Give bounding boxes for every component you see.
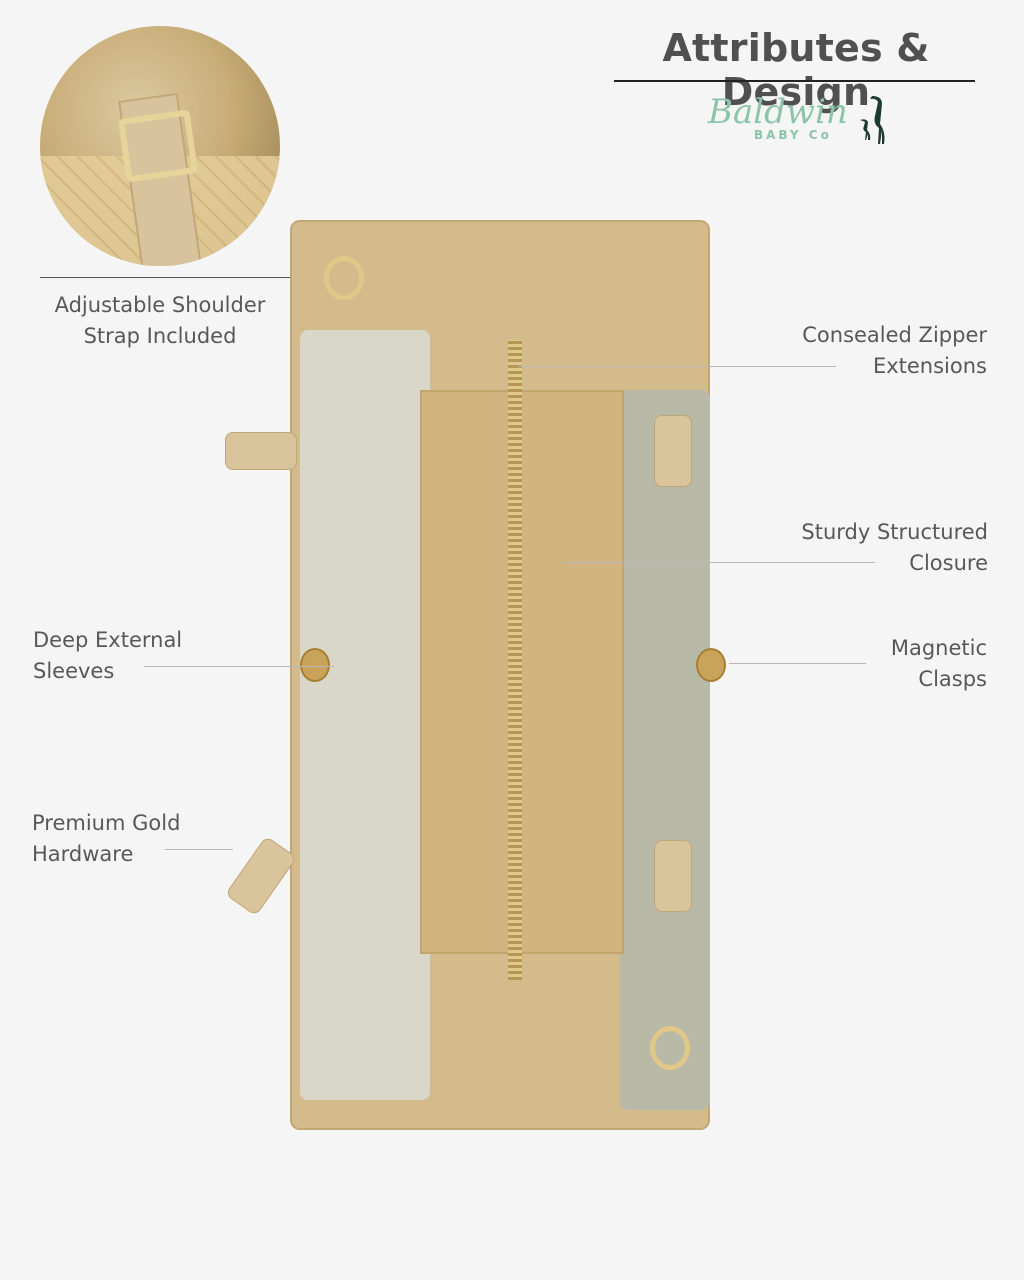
strap-tab <box>654 415 692 487</box>
callout-line: Adjustable Shoulder <box>54 293 266 317</box>
magnetic-clasp-icon <box>300 648 330 682</box>
leader-line <box>729 663 866 664</box>
callout-line: Extensions <box>872 354 987 378</box>
callout-line: Closure <box>909 551 988 575</box>
leader-line <box>144 666 334 667</box>
callout-line: Sturdy Structured <box>801 520 988 544</box>
strap-tab <box>225 432 297 470</box>
callout-hardware: Premium Gold Hardware <box>32 808 252 870</box>
callout-closure: Sturdy Structured Closure <box>700 517 988 579</box>
callout-strap: Adjustable Shoulder Strap Included <box>40 290 280 352</box>
inset-divider <box>40 277 290 278</box>
buckle-icon <box>117 109 199 183</box>
leader-line <box>563 562 875 563</box>
callout-clasps: Magnetic Clasps <box>760 633 987 695</box>
leader-line <box>165 849 233 850</box>
brand-logo: Baldwin BABY Co <box>708 92 898 152</box>
d-ring-icon <box>650 1026 690 1070</box>
zipper <box>508 340 522 980</box>
strap-tab <box>654 840 692 912</box>
external-sleeve-right <box>620 390 710 1110</box>
logo-subtitle: BABY Co <box>754 128 832 142</box>
callout-zipper: Consealed Zipper Extensions <box>700 320 987 382</box>
leader-line <box>518 366 836 367</box>
callout-line: Sleeves <box>33 659 115 683</box>
callout-line: Magnetic <box>890 636 987 660</box>
d-ring-icon <box>324 256 364 300</box>
callout-line: Consealed Zipper <box>802 323 987 347</box>
title-divider <box>614 80 975 82</box>
callout-line: Deep External <box>33 628 183 652</box>
callout-line: Strap Included <box>83 324 237 348</box>
callout-sleeves: Deep External Sleeves <box>33 625 253 687</box>
structured-closure-panel <box>420 390 624 954</box>
callout-line: Clasps <box>918 667 987 691</box>
callout-line: Premium Gold <box>32 811 181 835</box>
strap-detail-photo <box>40 26 280 266</box>
heron-birds-icon <box>860 96 885 144</box>
external-sleeve-left <box>300 330 430 1100</box>
bag-product-photo <box>220 190 790 1150</box>
callout-line: Hardware <box>32 842 134 866</box>
logo-wordmark: Baldwin <box>708 92 848 132</box>
magnetic-clasp-icon <box>696 648 726 682</box>
page-title: Attributes & Design <box>662 26 930 114</box>
